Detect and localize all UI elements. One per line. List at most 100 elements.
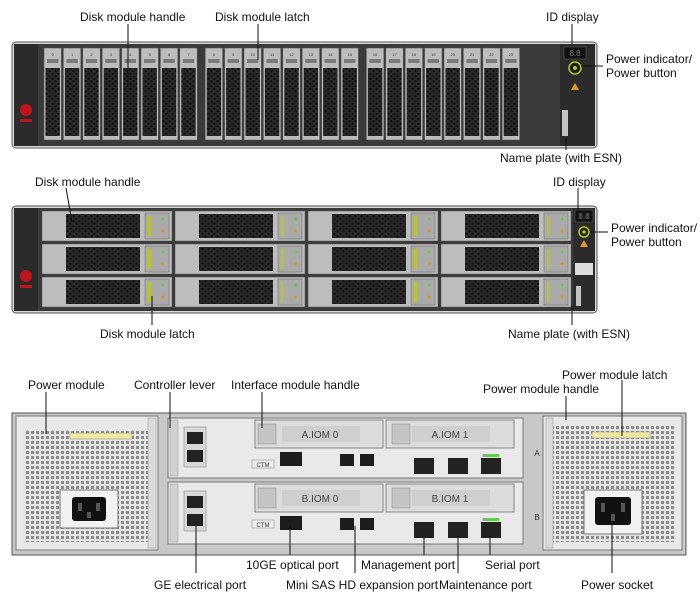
right-power-handle[interactable] — [591, 431, 651, 439]
label-maintenance-port: Maintenance port — [439, 578, 532, 592]
disk-bay-24[interactable]: 10 — [243, 47, 262, 141]
label-disk-module-latch-12: Disk module latch — [100, 327, 195, 341]
label-interface-module-handle: Interface module handle — [231, 378, 360, 392]
disk-bay-24[interactable]: 5 — [140, 47, 159, 141]
left-power-module — [15, 415, 159, 551]
front12-alarm-icon — [580, 240, 588, 247]
disk-bay-number: 14 — [328, 52, 333, 57]
disk-bay-number: 2 — [90, 52, 93, 57]
label-management-port: Management port — [361, 558, 456, 572]
front12-right-ear — [573, 208, 595, 311]
disk-bay-24[interactable]: 16 — [366, 47, 385, 141]
rear-leaders — [45, 380, 623, 573]
controller-b-management-port[interactable] — [414, 522, 434, 538]
b-iom1-handle[interactable] — [391, 487, 411, 509]
disk-bay-number: 21 — [470, 52, 475, 57]
disk-bay-number: 11 — [270, 52, 275, 57]
disk-bay-24[interactable]: 1 — [63, 47, 82, 141]
disk-bay-number: 17 — [392, 52, 397, 57]
controller-b-ge-port-2[interactable] — [187, 514, 203, 526]
controller-a-10ge-optical-port[interactable] — [280, 452, 302, 466]
controller-b-lever[interactable] — [169, 483, 179, 543]
disk-bay-number: 4 — [129, 52, 132, 57]
controller-a: A.IOM 0 A.IOM 1 CTM A — [167, 417, 540, 479]
disk-bay-24[interactable]: 13 — [301, 47, 320, 141]
label-power-indicator-24: Power indicator/ — [606, 52, 693, 66]
disk-bay-24[interactable]: 7 — [179, 47, 198, 141]
disk-bay-12[interactable] — [174, 243, 306, 275]
label-ge-electrical-port: GE electrical port — [154, 578, 247, 592]
disk-bay-24[interactable]: 14 — [321, 47, 340, 141]
front12-drive-bays — [41, 210, 572, 308]
left-power-handle[interactable] — [69, 432, 133, 440]
label-controller-lever: Controller lever — [134, 378, 216, 392]
disk-bay-24[interactable]: 17 — [385, 47, 404, 141]
disk-bay-24[interactable]: 2 — [82, 47, 101, 141]
disk-bay-24[interactable]: 12 — [282, 47, 301, 141]
disk-bay-24[interactable]: 21 — [463, 47, 482, 141]
a-iom1-handle[interactable] — [391, 423, 411, 445]
disk-bay-number: 23 — [509, 52, 514, 57]
controller-b-ctm-label: CTM — [257, 523, 270, 529]
disk-bay-24[interactable]: 18 — [404, 47, 423, 141]
label-serial-port: Serial port — [485, 558, 540, 572]
b-iom0-label: B.IOM 0 — [302, 494, 339, 505]
disk-bay-number: 7 — [187, 52, 190, 57]
disk-bay-number: 1 — [71, 52, 74, 57]
controller-b-ge-port-1[interactable] — [187, 496, 203, 508]
controller-a-maintenance-port[interactable] — [448, 458, 468, 474]
disk-bay-12[interactable] — [41, 210, 173, 242]
disk-bay-12[interactable] — [41, 276, 173, 308]
disk-bay-12[interactable] — [307, 276, 439, 308]
disk-bay-24[interactable]: 15 — [340, 47, 359, 141]
disk-bay-24[interactable]: 8 — [204, 47, 223, 141]
right-power-latch[interactable] — [545, 417, 554, 549]
a-iom0-handle[interactable] — [257, 423, 277, 445]
disk-bay-number: 8 — [213, 52, 216, 57]
disk-bay-24[interactable]: 22 — [482, 47, 501, 141]
controller-a-lever[interactable] — [169, 419, 179, 477]
disk-bay-12[interactable] — [174, 210, 306, 242]
disk-bay-12[interactable] — [440, 210, 572, 242]
disk-bay-12[interactable] — [307, 243, 439, 275]
disk-bay-12[interactable] — [440, 276, 572, 308]
controller-a-mini-sas-port-1[interactable] — [340, 454, 354, 466]
controller-b-10ge-optical-port[interactable] — [280, 516, 302, 530]
controller-b-mini-sas-port-1[interactable] — [340, 518, 354, 530]
label-name-plate-24: Name plate (with ESN) — [500, 151, 623, 165]
disk-bay-24[interactable]: 11 — [263, 47, 282, 141]
disk-bay-24[interactable]: 4 — [121, 47, 140, 141]
front24-leaders — [127, 24, 603, 150]
controller-b-mini-sas-port-2[interactable] — [360, 518, 374, 530]
controller-b-serial-port[interactable] — [481, 522, 501, 538]
disk-bay-number: 5 — [149, 52, 152, 57]
controller-b-maintenance-port[interactable] — [448, 522, 468, 538]
controller-a-serial-port[interactable] — [481, 458, 501, 474]
disk-bay-12[interactable] — [174, 276, 306, 308]
front12-id-digits: 8.8 — [578, 212, 590, 221]
disk-bay-12[interactable] — [307, 210, 439, 242]
label-mini-sas-hd-port: Mini SAS HD expansion port — [286, 578, 439, 592]
disk-bay-24[interactable]: 9 — [224, 47, 243, 141]
b-iom0-handle[interactable] — [257, 487, 277, 509]
disk-bay-number: 10 — [250, 52, 255, 57]
disk-bay-24[interactable]: 19 — [424, 47, 443, 141]
controller-a-mini-sas-port-2[interactable] — [360, 454, 374, 466]
controller-a-management-port[interactable] — [414, 458, 434, 474]
controller-b: B.IOM 0 B.IOM 1 CTM B — [167, 481, 540, 545]
disk-bay-number: 9 — [232, 52, 235, 57]
label-10ge-optical-port: 10GE optical port — [246, 558, 339, 572]
disk-bay-24[interactable]: 3 — [101, 47, 120, 141]
disk-bay-12[interactable] — [440, 243, 572, 275]
front24-id-display — [563, 46, 587, 60]
disk-bay-12[interactable] — [41, 243, 173, 275]
label-power-module-latch: Power module latch — [562, 368, 668, 382]
disk-bay-24[interactable]: 6 — [160, 47, 179, 141]
disk-bay-24[interactable]: 20 — [443, 47, 462, 141]
controller-a-ge-port-1[interactable] — [187, 432, 203, 444]
disk-bay-24[interactable]: 23 — [501, 47, 520, 141]
disk-bay-24[interactable]: 0 — [43, 47, 62, 141]
controller-a-ge-port-2[interactable] — [187, 450, 203, 462]
